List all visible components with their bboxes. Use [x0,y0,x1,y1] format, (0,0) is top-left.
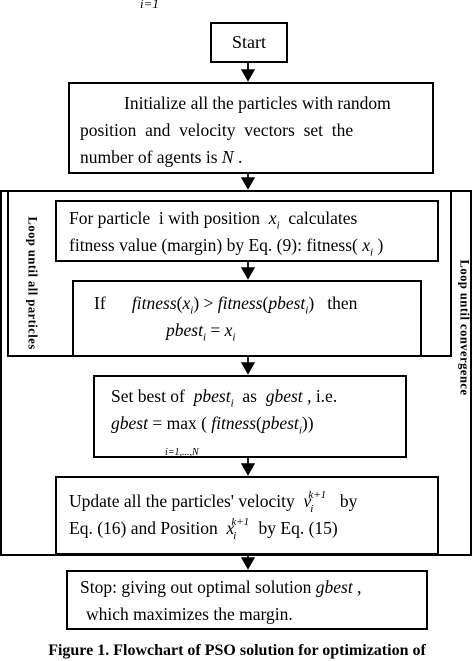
init-line1: Initialize all the particles with random [124,93,391,113]
gbest-box: Set best of pbesti as gbest , i.e. gbest… [93,375,407,458]
start-label: Start [232,32,266,52]
figure-caption: Figure 1. Flowchart of PSO solution for … [48,642,426,659]
max-range: i=1,...,N [165,447,199,458]
if-line2: pbesti = xi [166,320,236,344]
gbest-line2: gbest = max ( fitness(pbesti)) [111,413,314,437]
init-line2: position and velocity vectors set the [80,120,354,140]
stop-box: Stop: giving out optimal solution gbest … [66,570,428,630]
update-box: Update all the particles' velocity vik+1… [55,476,439,555]
fitness-line1: For particle i with position xi calculat… [69,208,358,232]
fitness-box: For particle i with position xi calculat… [55,200,439,262]
gbest-line1: Set best of pbesti as gbest , i.e. [111,386,338,410]
fitness-line2: fitness value (margin) by Eq. (9): fitne… [69,235,384,259]
if-condition-box: If fitness(xi) > fitness(pbesti) then pb… [72,280,422,357]
update-line2: Eq. (16) and Position xik+1 by Eq. (15) [69,516,338,542]
init-line3: number of agents is N . [80,147,243,167]
if-line1: If fitness(xi) > fitness(pbesti) then [94,293,358,317]
max-operator: max [166,413,197,433]
initialize-box: Initialize all the particles with random… [68,82,434,174]
stop-line1: Stop: giving out optimal solution gbest … [80,577,362,597]
outer-loop-label: Loop until convergence [457,259,472,396]
stop-line2: which maximizes the margin. [86,604,293,624]
cropped-equation-fragment: i=1 [140,0,159,11]
inner-loop-label: Loop until all particles [25,216,40,350]
update-line1: Update all the particles' velocity vik+1… [69,489,358,515]
start-box: Start [210,22,288,63]
